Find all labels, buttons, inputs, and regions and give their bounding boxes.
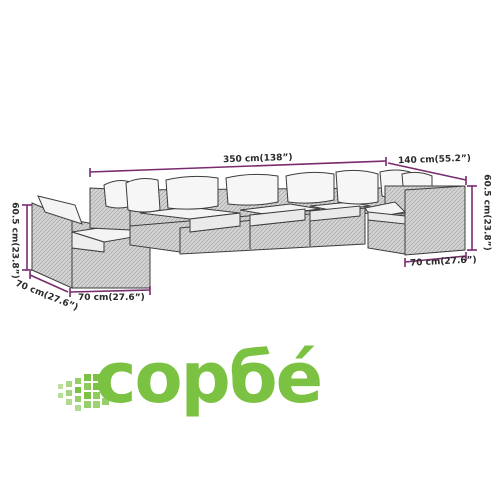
dimension-lines [22,157,477,297]
seat-cushions [139,201,371,233]
dimension-module-width-left: 70 cm(27.6”) [78,293,145,303]
left-module [31,195,151,289]
dimension-height-right: 60.5 cm(23.8”) [481,174,492,251]
right-corner-module [364,185,466,256]
pixel-dots-logo-icon [58,374,109,411]
dimension-height-left: 60.5 cm(23.8”) [9,202,20,279]
brand-wordmark: сорбе́ [95,337,323,419]
